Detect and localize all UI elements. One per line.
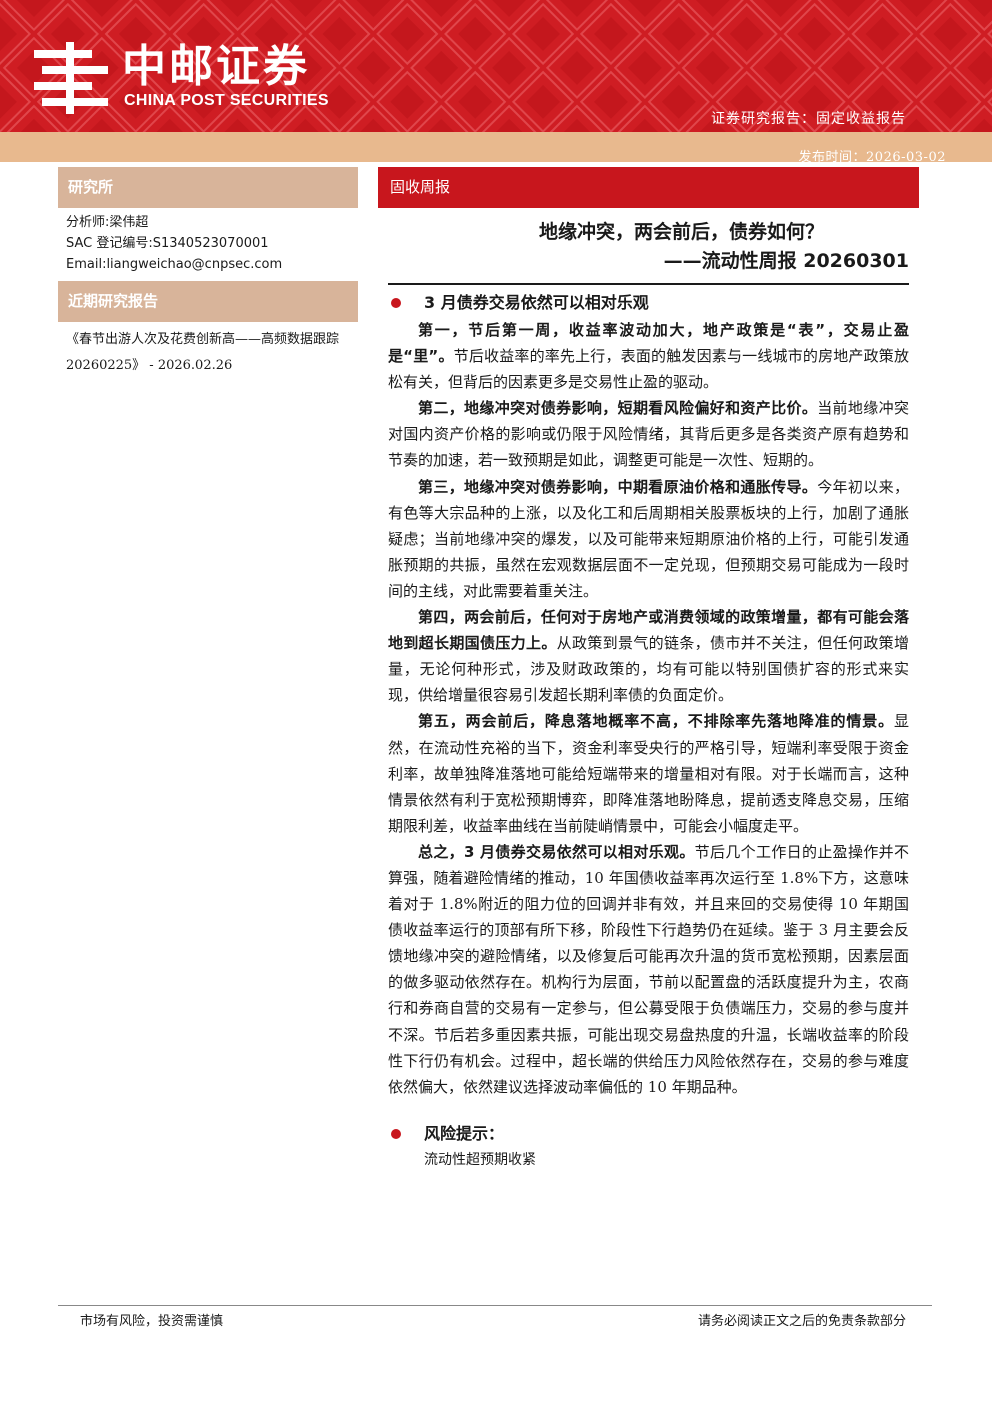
paragraph-text: 节后收益率的率先上行，表面的触发因素与一线城市的房地产政策放松有关，但背后的因素…: [388, 347, 909, 392]
report-subtitle: ——流动性周报 20260301: [663, 250, 909, 272]
paragraph-lead: 第四，两会前后，任何对于房地产或消费领域的政策增量，都有可能会落地到超长期国债压…: [388, 608, 909, 653]
paragraph-lead: 第二，地缘冲突对债券影响，短期看风险偏好和资产比价。: [418, 399, 818, 418]
recent-report-item: 《春节出游人次及花费创新高——高频数据跟踪 20260225》 - 2026.0…: [66, 332, 340, 373]
china-post-logo-icon: [34, 42, 108, 114]
paragraph-5: 第五，两会前后，降息落地概率不高，不排除率先落地降准的情景。显然，在流动性充裕的…: [388, 708, 909, 838]
sac-number: SAC 登记编号:S1340523070001: [66, 236, 269, 251]
analyst-info: 分析师:梁伟超 SAC 登记编号:S1340523070001 Email:li…: [58, 208, 358, 281]
paragraph-lead: 第一，节后第一周，收益率波动加大，地产政策是“表”，交易止盈是“里”。: [388, 321, 909, 366]
header-pattern: [0, 0, 992, 132]
paragraph-lead: 第五，两会前后，降息落地概率不高，不排除率先落地降准的情景。: [418, 712, 894, 731]
paragraph-4: 第四，两会前后，任何对于房地产或消费领域的政策增量，都有可能会落地到超长期国债压…: [388, 604, 909, 708]
footer-risk-note: 市场有风险，投资需谨慎: [80, 1314, 224, 1329]
paragraph-2: 第二，地缘冲突对债券影响，短期看风险偏好和资产比价。当前地缘冲突对国内资产价格的…: [388, 395, 909, 473]
logo-english-name: CHINA POST SECURITIES: [124, 92, 329, 109]
main-content: 固收周报 地缘冲突，两会前后，债券如何？ ——流动性周报 20260301 3 …: [378, 167, 919, 1172]
paragraph-3: 第三，地缘冲突对债券影响，中期看原油价格和通胀传导。今年初以来，有色等大宗品种的…: [388, 474, 909, 604]
report-type-label: 证券研究报告：固定收益报告: [711, 111, 906, 127]
logo-chinese-name: 中邮证券: [122, 41, 310, 92]
section-heading-text: 3 月债券交易依然可以相对乐观: [424, 293, 649, 312]
sidebar: 研究所 分析师:梁伟超 SAC 登记编号:S1340523070001 Emai…: [58, 167, 358, 384]
paragraph-text: 节后几个工作日的止盈操作并不算强，随着避险情绪的推动，10 年国债收益率再次运行…: [388, 842, 909, 1096]
bullet-dot-icon: [391, 1128, 401, 1139]
paragraph-1: 第一，节后第一周，收益率波动加大，地产政策是“表”，交易止盈是“里”。节后收益率…: [388, 317, 909, 395]
analyst-name: 分析师:梁伟超: [66, 215, 149, 230]
title-divider: [388, 283, 909, 285]
paragraph-text: 从政策到景气的链条，债市并不关注，但任何政策增量，无论何种形式，涉及财政政策的，…: [388, 634, 909, 705]
paragraph-lead: 第三，地缘冲突对债券影响，中期看原油价格和通胀传导。: [418, 477, 818, 496]
header-tan-band: [0, 132, 992, 162]
section-heading: 3 月债券交易依然可以相对乐观: [378, 289, 919, 317]
footer-disclaimer-note: 请务必阅读正文之后的免责条款部分: [697, 1314, 906, 1329]
paragraph-text: 今年初以来，有色等大宗品种的上涨，以及化工和后周期相关股票板块的上行，加剧了通胀…: [388, 477, 909, 600]
report-header: 中邮证券 CHINA POST SECURITIES 证券研究报告：固定收益报告: [0, 0, 992, 132]
bullet-dot-icon: [391, 298, 401, 308]
paragraph-6: 总之，3 月债券交易依然可以相对乐观。节后几个工作日的止盈操作并不算强，随着避险…: [388, 839, 909, 1100]
institute-heading: 研究所: [58, 167, 358, 208]
recent-reports-heading: 近期研究报告: [58, 281, 358, 322]
risk-heading: 风险提示：: [378, 1120, 919, 1148]
footer-divider: [58, 1305, 932, 1306]
publish-date: 发布时间：2026-03-02: [798, 150, 946, 165]
report-title: 地缘冲突，两会前后，债券如何？: [538, 221, 824, 243]
report-tag: 固收周报: [378, 167, 919, 208]
risk-text: 流动性超预期收紧: [424, 1151, 536, 1168]
analyst-email: Email:liangweichao@cnpsec.com: [66, 257, 283, 272]
paragraph-lead: 总之，3 月债券交易依然可以相对乐观。: [418, 842, 695, 861]
risk-heading-text: 风险提示：: [424, 1123, 505, 1143]
paragraph-text: 显然，在流动性充裕的当下，资金利率受央行的严格引导，短端利率受限于资金利率，故单…: [388, 712, 909, 835]
paragraph-text: 当前地缘冲突对国内资产价格的影响或仍限于风险情绪，其背后更多是各类资产原有趋势和…: [388, 399, 909, 470]
